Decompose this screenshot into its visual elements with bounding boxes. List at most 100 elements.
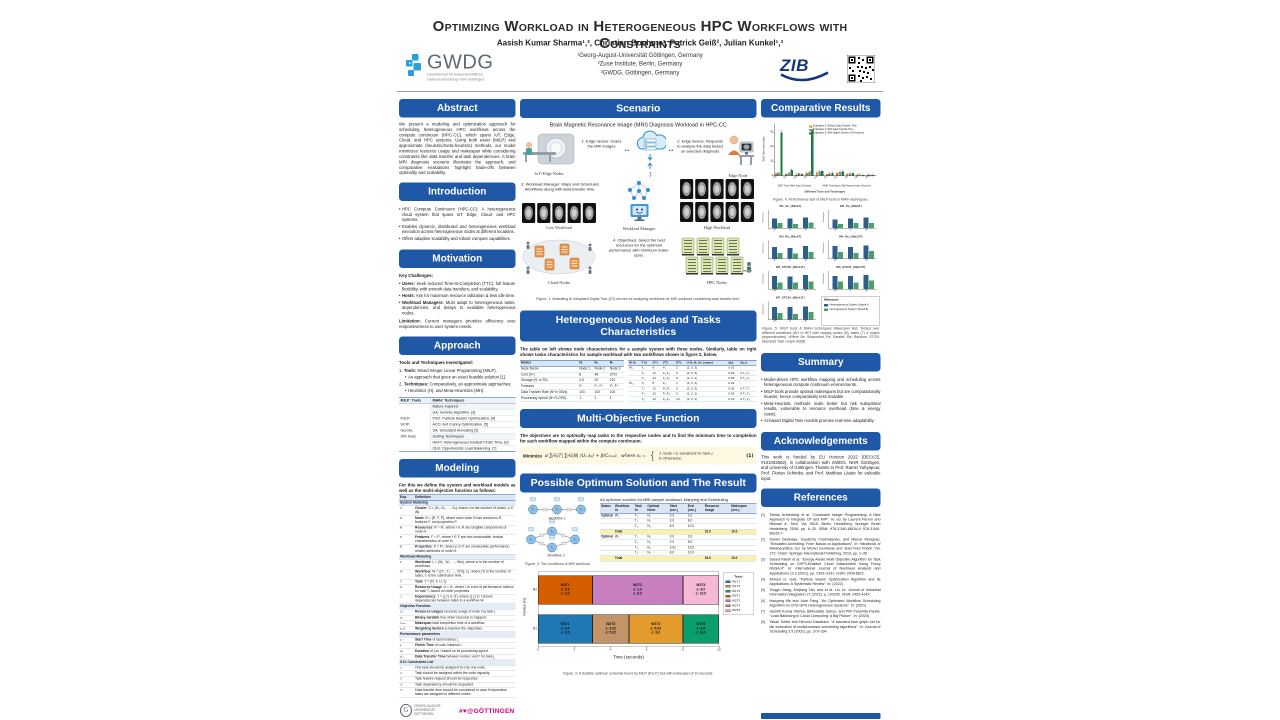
y-axis-label: Makespan [761,273,764,284]
symbol-cell: 3. [399,676,414,683]
x-axis [828,227,877,229]
figure4-caption: Figure. 4: Performance test of MILP tool… [772,198,869,202]
cell: 1 [608,395,624,403]
legend-label: Evaluation 1: Without Data Transfer Time [813,125,857,128]
symbol-cell: U [399,584,414,595]
x-tick-label: MH [864,287,869,292]
authors-line: Aasish Kumar Sharma¹,³, Christian Boehme… [496,39,784,48]
figure1-caption: Figure. 1: Illustrating AI integrated Di… [536,297,741,302]
gwdg-logo: GWDG Gesellschaft für wissenschaftliche … [405,52,493,82]
y-axis [828,209,829,228]
column-header: Resource Usage [703,503,731,514]
scenario-step-1: 1. Edge device: Scans the MRI images [581,139,622,149]
cell: Features [520,383,579,391]
cell: 0.02 [727,380,740,387]
x-axis [768,288,816,290]
x-tick-label: 10 [717,648,721,652]
cell: 16 [675,396,686,403]
bar [803,274,808,289]
acknowledgements-text: This work is funded by EU Horizon 2022 (… [761,454,881,482]
cell: (2, 2, 2) [685,375,728,382]
footer-accent-strip [761,713,881,719]
y-tick-label: N2 [532,587,537,592]
bar [808,251,814,259]
symbol-cell: sⱼ [399,637,414,644]
bar [848,275,853,289]
cell: F₁,F₂ [661,370,676,377]
bar [787,218,793,228]
cell [668,555,687,562]
definition-cell: Task should be assigned within the node … [414,670,516,677]
definition-cell: One task should be assigned to only one … [414,665,516,672]
x-tick [538,646,539,648]
reference-item: [5]Xingyu Jiang, Zhejiang Tan, and et al… [761,587,881,597]
list-item: •Hosts: Aim for maximum resource utiliza… [399,293,516,299]
cell: 8.0 [668,550,687,557]
cell [633,555,647,562]
cell: 5 [675,391,686,397]
bar-value-label: 0.4 [861,173,865,177]
cell [628,391,641,397]
cell: 8.0 [686,518,704,524]
symbol-cell: d′ᵢⱼ [399,654,414,660]
columns: Abstract We present a modeling and optim… [397,92,883,719]
bar [805,173,808,176]
bar [832,246,838,259]
reference-item: [6]Haoyang Ma and Juan Fang. “An Optimiz… [761,598,881,608]
approach-tools-list: PuLP,SCIP,Gurobi,OR-Tools [399,403,431,451]
cell: 1 [578,395,594,403]
symbol-cell: R [399,525,414,536]
definition-cell: Cluster: C = {N₁, N₂, …, Nₙ} where n is … [414,505,516,516]
cell: N₁ [646,513,669,519]
column-header: U N₁,N₂,N₃ (same) [685,359,728,366]
bar [787,307,793,320]
cell: 10.0 [686,523,704,530]
cell: N₂ [646,550,669,557]
cell: A T₁,T₂ [739,370,757,377]
label-edge-node: Edge Node [728,173,748,178]
section-comparative: Comparative Results [761,99,881,118]
uni-wordmark: GEORG-AUGUST-UNIVERSITÄT GÖTTINGEN [414,704,442,716]
tool-name: SCIP, [400,422,410,427]
list-item: •Model-driven HPC workflow mapping and s… [761,376,881,388]
technique-name: OLB: Opportunistic Load Balancing, [7] [431,445,516,452]
list-item: 1.Tools: Mixed Integer Linear Programmin… [399,367,506,380]
column-header: Status [600,503,614,514]
bar [828,173,831,176]
x-tick-label: 8 [681,648,684,652]
bar-value-label: 1.7 [851,171,854,175]
bar [777,282,783,289]
list-item: •Enables dynamic, distributed and hetero… [399,223,516,235]
cell [600,518,614,524]
x-axis [768,258,816,259]
x-tick-label: SA [844,175,849,180]
arrow-left-cloud-icon: ↔ [623,145,631,154]
legend-label: W2T3 [732,603,741,608]
modeling-row: 3.Task feature request should be respect… [399,676,516,683]
column-header: Workflow Id [613,503,634,514]
gantt-bar-task: W1T1 [560,622,570,626]
legend-label: Evaluation 2: With Data Transfer Time [813,128,854,132]
gantt-bar-start: s: 3.0 [633,587,642,592]
cell: 3.0 [686,513,704,519]
cell [633,529,647,535]
bar [869,280,874,289]
cell: (5, 5, 5) [685,386,728,392]
cell: 20 [593,377,609,385]
bar [790,169,793,176]
cell: 1 [593,395,609,403]
bar [808,222,814,228]
list-item: 2.Techniques: Comparatively, an approxim… [399,381,512,394]
svg-text:Workflow 1: Workflow 1 [548,517,565,521]
modeling-row: 5.Data transfer time should be considere… [399,687,516,698]
technique-name: GA: Genetic Algorithm, [3] [431,409,516,416]
scenario-step-3: 3. Workload Manager: Maps and Schedules … [521,182,599,192]
